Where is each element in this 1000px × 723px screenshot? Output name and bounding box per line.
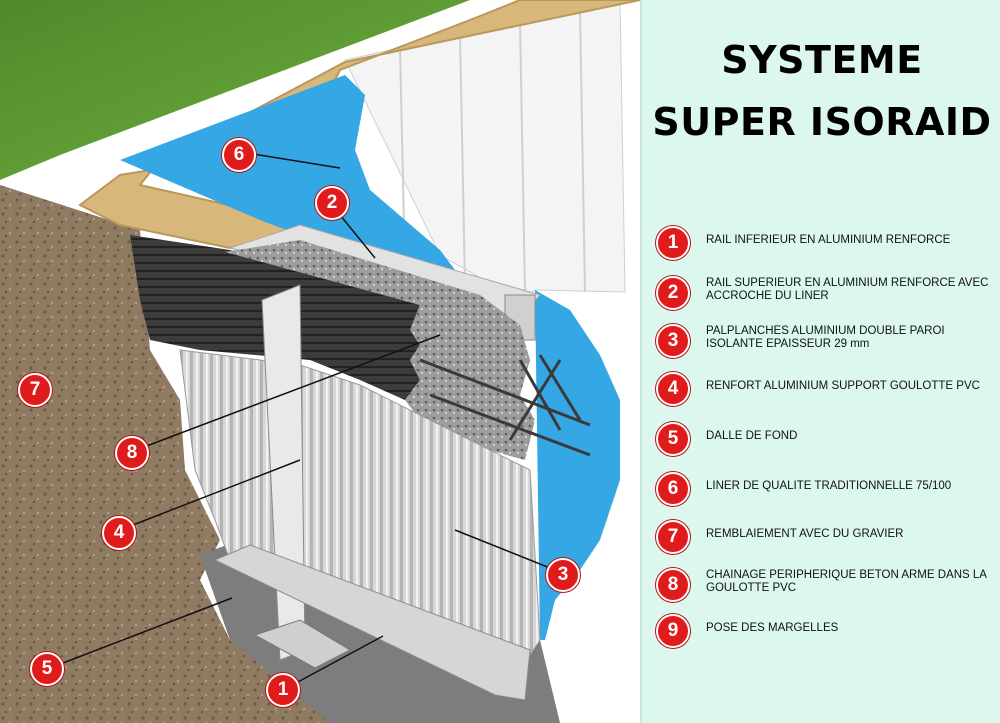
callout-badge-8: 8 (115, 436, 149, 470)
legend-badge: 1 (656, 226, 690, 260)
post-base-plate (253, 619, 352, 669)
soil-backfill (0, 185, 330, 723)
legend-badge: 2 (656, 276, 690, 310)
legend-item-6: 6 LINER DE QUALITE TRADITIONNELLE 75/100 (656, 470, 996, 510)
lower-rail (213, 544, 531, 701)
legend-text: CHAINAGE PERIPHERIQUE BETON ARME DANS LA… (706, 569, 987, 594)
legend-item-7: 7 REMBLAIEMENT AVEC DU GRAVIER (656, 518, 996, 558)
legend-panel: SYSTEME SUPER ISORAID 1 RAIL INFERIEUR E… (640, 0, 1000, 723)
legend-badge: 5 (656, 422, 690, 456)
title-line-1: SYSTEME (721, 38, 923, 82)
cutaway-svg (0, 0, 640, 723)
callout-badge-7: 7 (18, 373, 52, 407)
legend-text: LINER DE QUALITE TRADITIONNELLE 75/100 (706, 480, 952, 492)
liner (120, 75, 455, 270)
rebar (419, 354, 591, 457)
callout-badge-2: 2 (315, 186, 349, 220)
callout-badge-3: 3 (546, 558, 580, 592)
legend-badge: 9 (656, 614, 690, 648)
legend-badge: 7 (656, 520, 690, 554)
callout-badge-6: 6 (222, 138, 256, 172)
legend-text: RENFORT ALUMINIUM SUPPORT GOULOTTE PVC (706, 380, 980, 392)
callout-badge-1: 1 (266, 673, 300, 707)
grass-area-top (0, 0, 470, 180)
legend-badge: 8 (656, 568, 690, 602)
legend-item-5: 5 DALLE DE FOND (656, 420, 996, 460)
legend-text: DALLE DE FOND (706, 430, 798, 442)
legend-text: REMBLAIEMENT AVEC DU GRAVIER (706, 528, 904, 540)
legend-item-2: 2 RAIL SUPERIEUR EN ALUMINIUM RENFORCE A… (656, 274, 996, 314)
legend-item-4: 4 RENFORT ALUMINIUM SUPPORT GOULOTTE PVC (656, 370, 996, 410)
pool-wall-cutaway-illustration: 6 2 7 8 4 3 5 1 (0, 0, 640, 723)
legend-item-8: 8 CHAINAGE PERIPHERIQUE BETON ARME DANS … (656, 566, 996, 606)
legend-text: PALPLANCHES ALUMINIUM DOUBLE PAROI ISOLA… (706, 325, 945, 350)
leader-lines (49, 153, 561, 691)
legend-text: RAIL INFERIEUR EN ALUMINIUM RENFORCE (706, 234, 951, 246)
liner-lower (535, 290, 620, 640)
callout-badge-4: 4 (102, 516, 136, 550)
title-line-2: SUPER ISORAID (652, 100, 992, 144)
legend-item-3: 3 PALPLANCHES ALUMINIUM DOUBLE PAROI ISO… (656, 322, 996, 362)
legend-item-9: 9 POSE DES MARGELLES (656, 612, 996, 652)
legend-badge: 6 (656, 472, 690, 506)
legend-text: POSE DES MARGELLES (706, 622, 839, 634)
legend-badge: 3 (656, 324, 690, 358)
legend-text: RAIL SUPERIEUR EN ALUMINIUM RENFORCE AVE… (706, 277, 989, 302)
callout-badge-5: 5 (30, 652, 64, 686)
legend-badge: 4 (656, 372, 690, 406)
legend-item-1: 1 RAIL INFERIEUR EN ALUMINIUM RENFORCE (656, 224, 996, 264)
